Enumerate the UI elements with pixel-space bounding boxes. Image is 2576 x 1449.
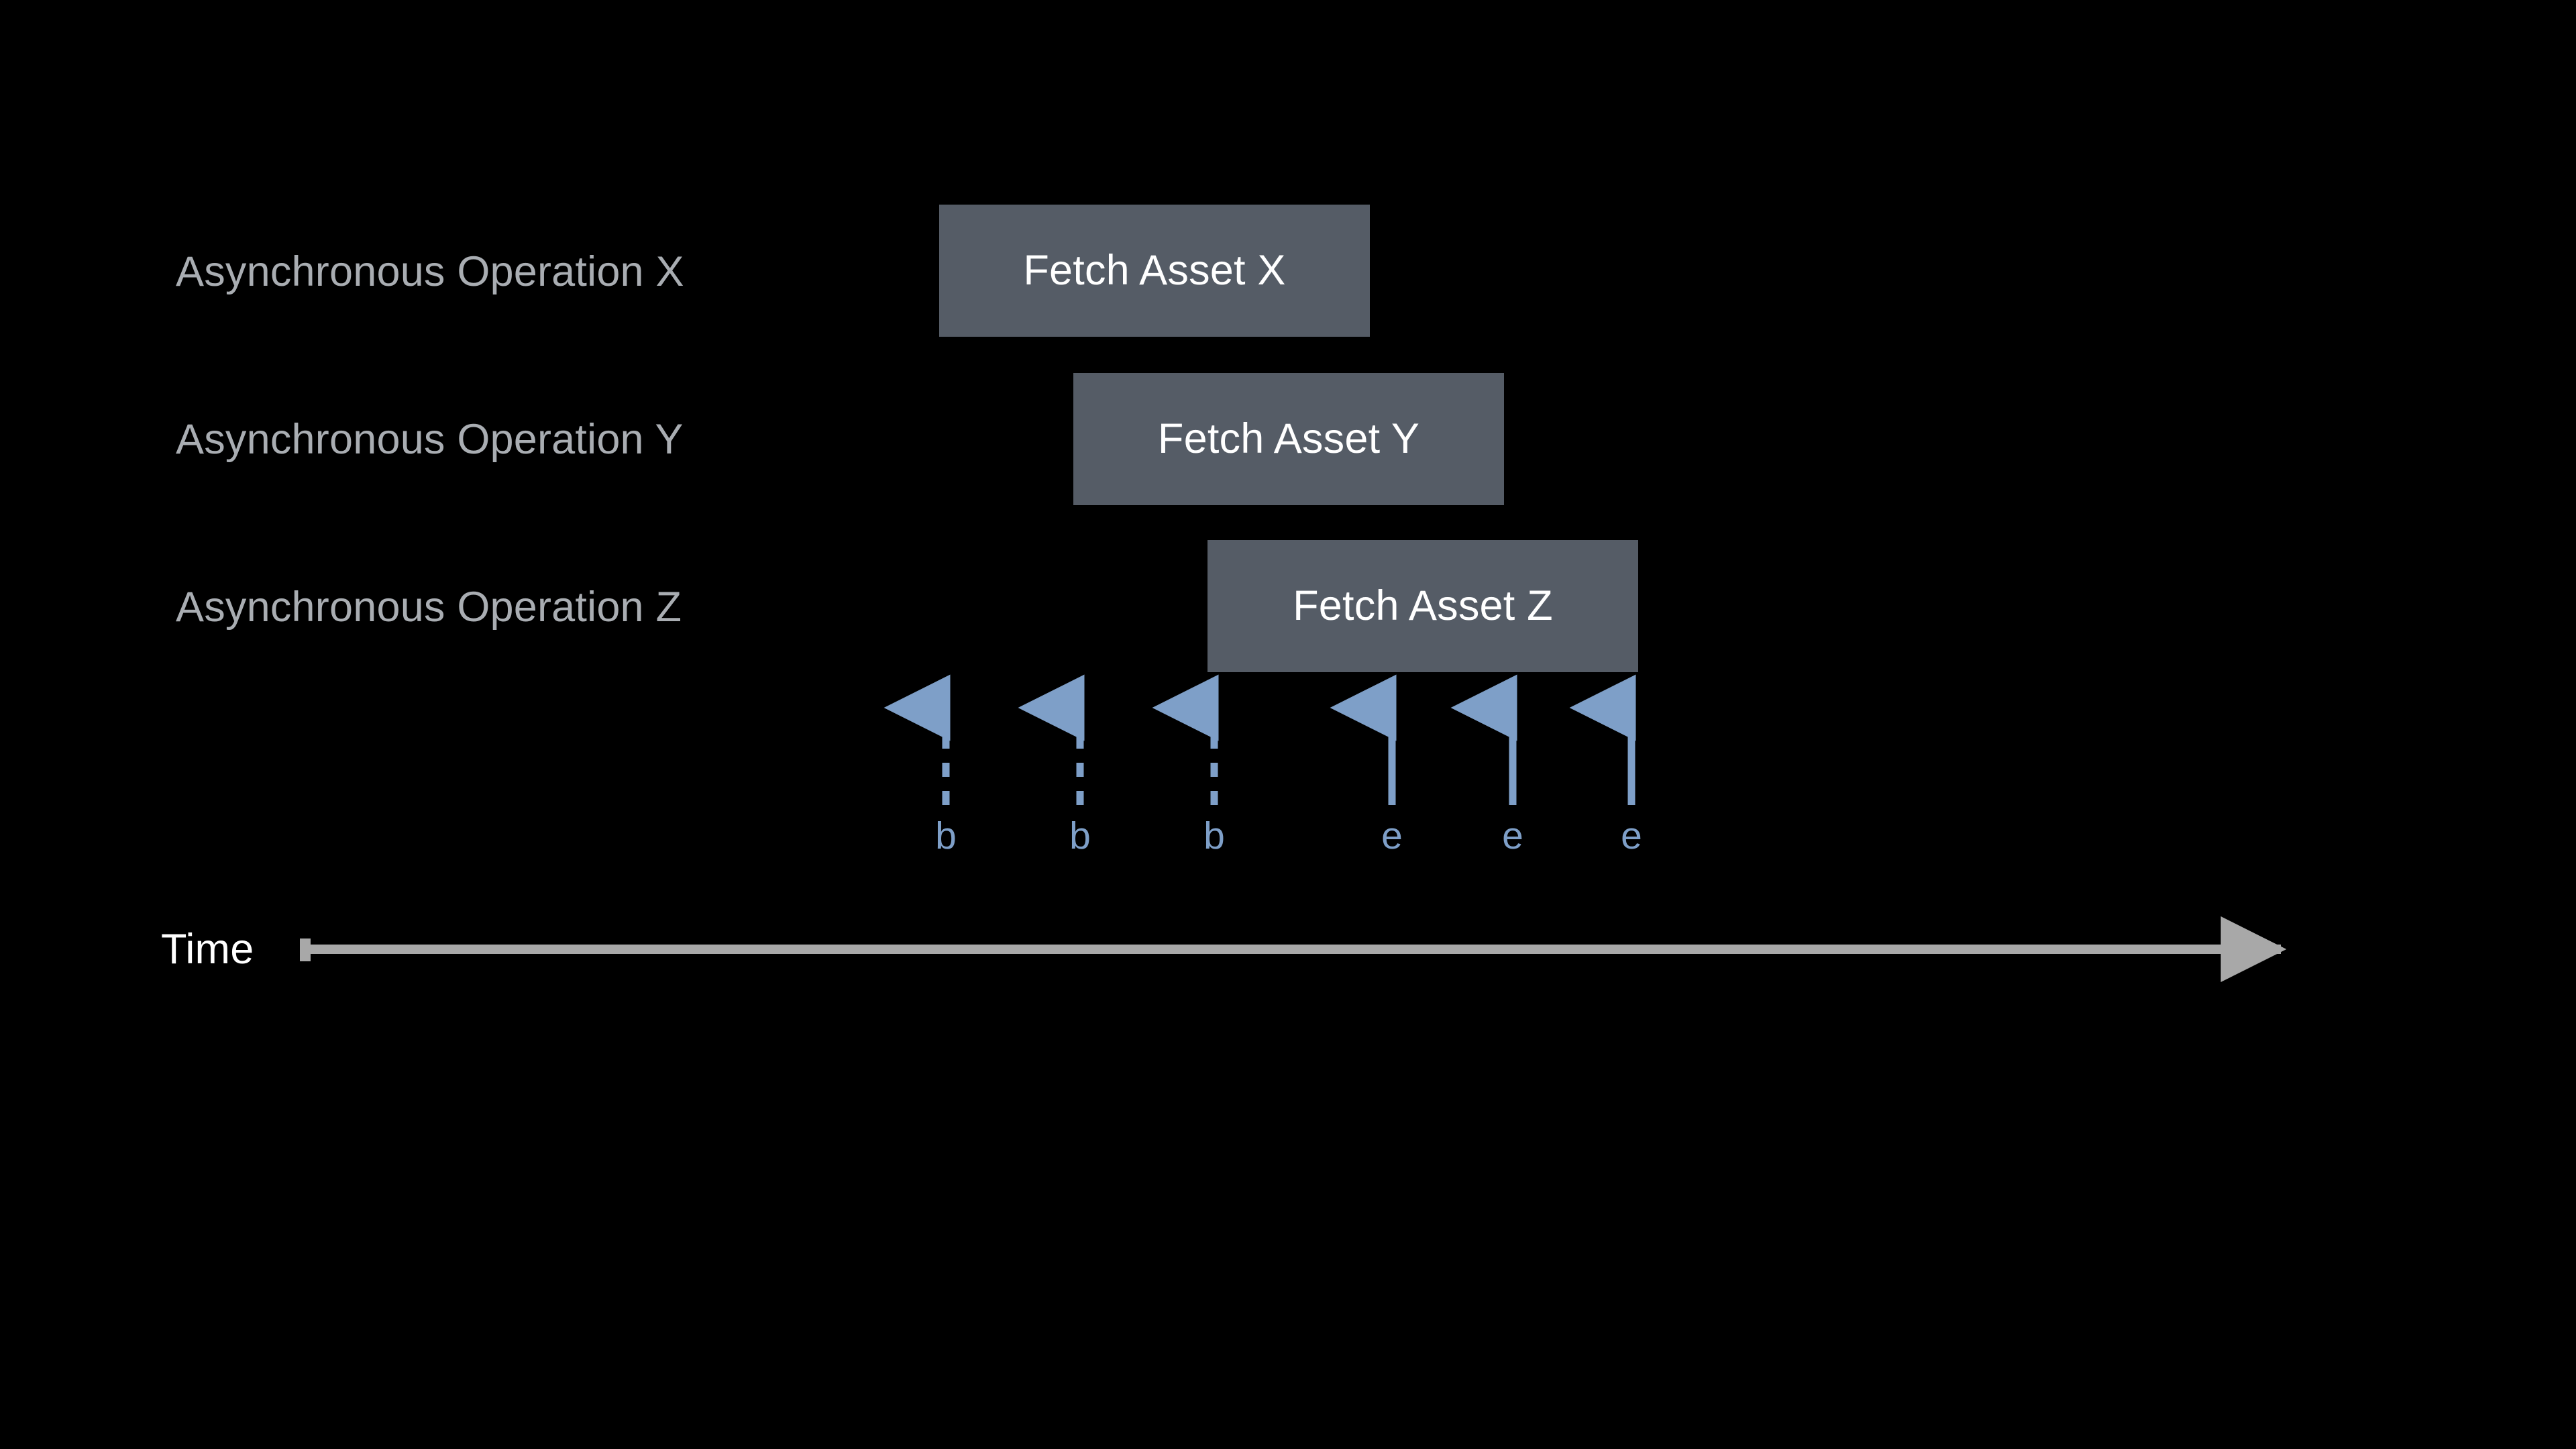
row-label-operation-z: Asynchronous Operation Z [176, 584, 682, 631]
task-bar-label-x: Fetch Asset X [1023, 247, 1286, 294]
end-marker-label-x: e [1381, 814, 1403, 857]
end-marker-arrows [1330, 674, 1636, 805]
time-axis-label: Time [161, 926, 254, 973]
end-marker-label-y: e [1502, 814, 1523, 857]
end-marker-label-z: e [1621, 814, 1642, 857]
row-label-operation-y: Asynchronous Operation Y [176, 416, 684, 463]
task-bar-fetch-asset-z[interactable]: Fetch Asset Z [1208, 540, 1638, 672]
time-axis [300, 916, 2287, 982]
begin-marker-label-y: b [1069, 814, 1091, 857]
begin-marker-arrows [883, 674, 1219, 805]
task-bar-fetch-asset-y[interactable]: Fetch Asset Y [1073, 373, 1504, 505]
task-bar-fetch-asset-x[interactable]: Fetch Asset X [939, 205, 1370, 337]
begin-marker-label-z: b [1203, 814, 1225, 857]
task-bar-label-y: Fetch Asset Y [1157, 415, 1420, 462]
task-bar-label-z: Fetch Asset Z [1293, 582, 1553, 629]
row-label-operation-x: Asynchronous Operation X [176, 248, 684, 295]
begin-marker-label-x: b [935, 814, 957, 857]
